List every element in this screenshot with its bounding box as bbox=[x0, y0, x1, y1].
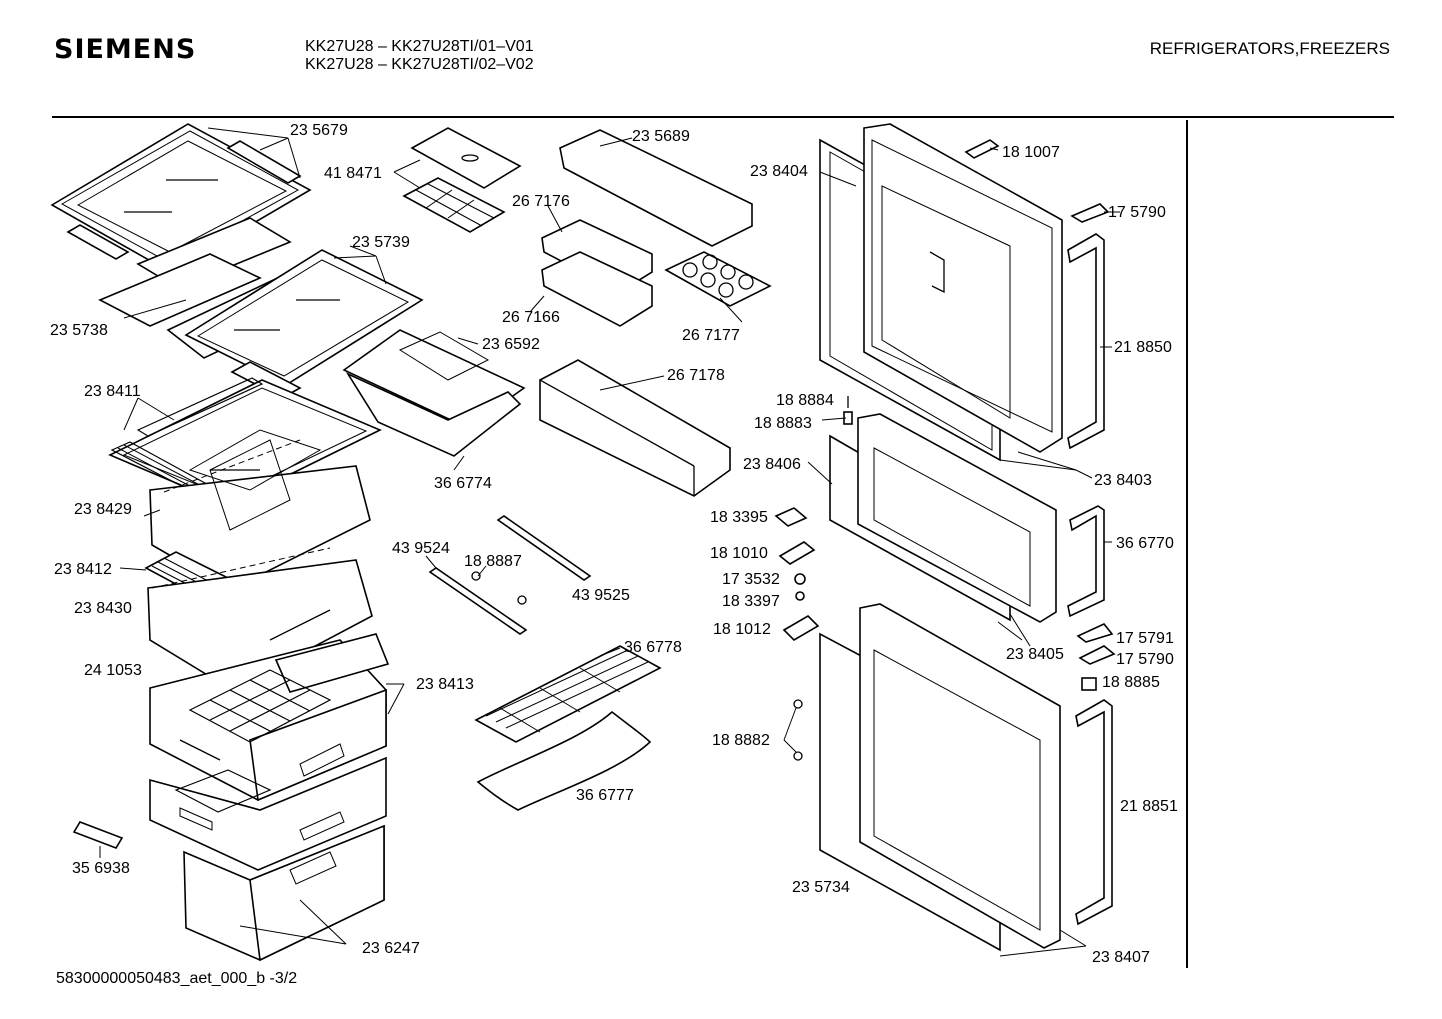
freezer-drawer-2 bbox=[149, 756, 387, 871]
ice-cube-tray-and-cover bbox=[402, 127, 522, 233]
part-label: 18 1010 bbox=[710, 545, 768, 562]
part-label: 24 1053 bbox=[84, 662, 142, 679]
part-label: 23 8411 bbox=[84, 383, 141, 400]
part-label: 43 9524 bbox=[392, 540, 450, 557]
part-label: 23 8404 bbox=[750, 163, 808, 180]
glass-shelf-middle bbox=[98, 249, 424, 399]
part-label: 23 5679 bbox=[290, 122, 348, 139]
part-label: 23 8403 bbox=[1094, 472, 1152, 489]
door-handles bbox=[1067, 233, 1113, 926]
part-label: 18 3397 bbox=[722, 593, 780, 610]
part-label: 23 8412 bbox=[54, 561, 112, 578]
model-line-1: KK27U28 – KK27U28TI/01–V01 bbox=[305, 38, 534, 55]
part-label: 18 3395 bbox=[710, 509, 768, 526]
part-label: 23 6247 bbox=[362, 940, 420, 957]
part-label: 23 8405 bbox=[1006, 646, 1064, 663]
part-labels: 23 5679 41 8471 23 5689 23 8404 18 1007 … bbox=[50, 122, 1178, 966]
part-label: 23 5738 bbox=[50, 322, 108, 339]
part-label: 18 8882 bbox=[712, 732, 770, 749]
part-label: 17 5790 bbox=[1108, 204, 1166, 221]
part-label: 26 7176 bbox=[512, 193, 570, 210]
part-label: 17 5790 bbox=[1116, 651, 1174, 668]
fridge-door bbox=[863, 123, 1063, 453]
part-label: 36 6770 bbox=[1116, 535, 1174, 552]
egg-tray bbox=[664, 251, 772, 307]
drawer-rails bbox=[428, 515, 592, 635]
model-line-2: KK27U28 – KK27U28TI/02–V02 bbox=[305, 56, 534, 73]
bottle-shelf bbox=[539, 359, 731, 497]
glass-shelf-upper bbox=[50, 123, 312, 289]
freezer-upper-door bbox=[857, 413, 1057, 623]
part-label: 18 8884 bbox=[776, 392, 834, 409]
part-label: 23 5689 bbox=[632, 128, 690, 145]
part-label: 41 8471 bbox=[324, 165, 382, 182]
part-label: 18 8883 bbox=[754, 415, 812, 432]
header-divider bbox=[52, 116, 1394, 118]
part-label: 17 3532 bbox=[722, 571, 780, 588]
part-label: 36 6774 bbox=[434, 475, 492, 492]
part-label: 43 9525 bbox=[572, 587, 630, 604]
part-label: 23 5739 bbox=[352, 234, 410, 251]
part-label: 23 8407 bbox=[1092, 949, 1150, 966]
part-label: 21 8850 bbox=[1114, 339, 1172, 356]
part-label: 36 6777 bbox=[576, 787, 634, 804]
chiller-tray bbox=[342, 329, 526, 457]
document-id: 58300000050483_aet_000_b -3/2 bbox=[56, 970, 298, 987]
part-label: 23 8406 bbox=[743, 456, 801, 473]
freezer-drawer-1 bbox=[149, 633, 390, 802]
freezer-drawer-3 bbox=[183, 824, 385, 962]
hinges-and-hardware bbox=[774, 139, 1116, 761]
leader-lines bbox=[99, 127, 1120, 957]
part-label: 18 1007 bbox=[1002, 144, 1060, 161]
product-category: REFRIGERATORS,FREEZERS bbox=[1149, 39, 1390, 58]
part-label: 18 8887 bbox=[464, 553, 522, 570]
part-label: 35 6938 bbox=[72, 860, 130, 877]
part-label: 18 1012 bbox=[713, 621, 771, 638]
part-label: 23 5734 bbox=[792, 879, 850, 896]
part-label: 18 8885 bbox=[1102, 674, 1160, 691]
freezer-flap bbox=[72, 821, 124, 849]
part-label: 23 8429 bbox=[74, 501, 132, 518]
part-label: 17 5791 bbox=[1116, 630, 1174, 647]
part-label: 36 6778 bbox=[624, 639, 682, 656]
part-label: 26 7166 bbox=[502, 309, 560, 326]
part-label: 26 7178 bbox=[667, 367, 725, 384]
freezer-lower-door bbox=[859, 603, 1061, 949]
brand-logo: SIEMENS bbox=[54, 34, 197, 65]
part-label: 23 8430 bbox=[74, 600, 132, 617]
butter-compartment bbox=[559, 129, 753, 247]
small-door-bins bbox=[541, 219, 653, 327]
freezer-grid-plate bbox=[474, 645, 662, 743]
freezer-mat bbox=[476, 710, 652, 811]
part-label: 23 8413 bbox=[416, 676, 474, 693]
part-label: 26 7177 bbox=[682, 327, 740, 344]
right-margin-divider bbox=[1186, 120, 1188, 968]
part-label: 23 6592 bbox=[482, 336, 540, 353]
part-label: 21 8851 bbox=[1120, 798, 1178, 815]
